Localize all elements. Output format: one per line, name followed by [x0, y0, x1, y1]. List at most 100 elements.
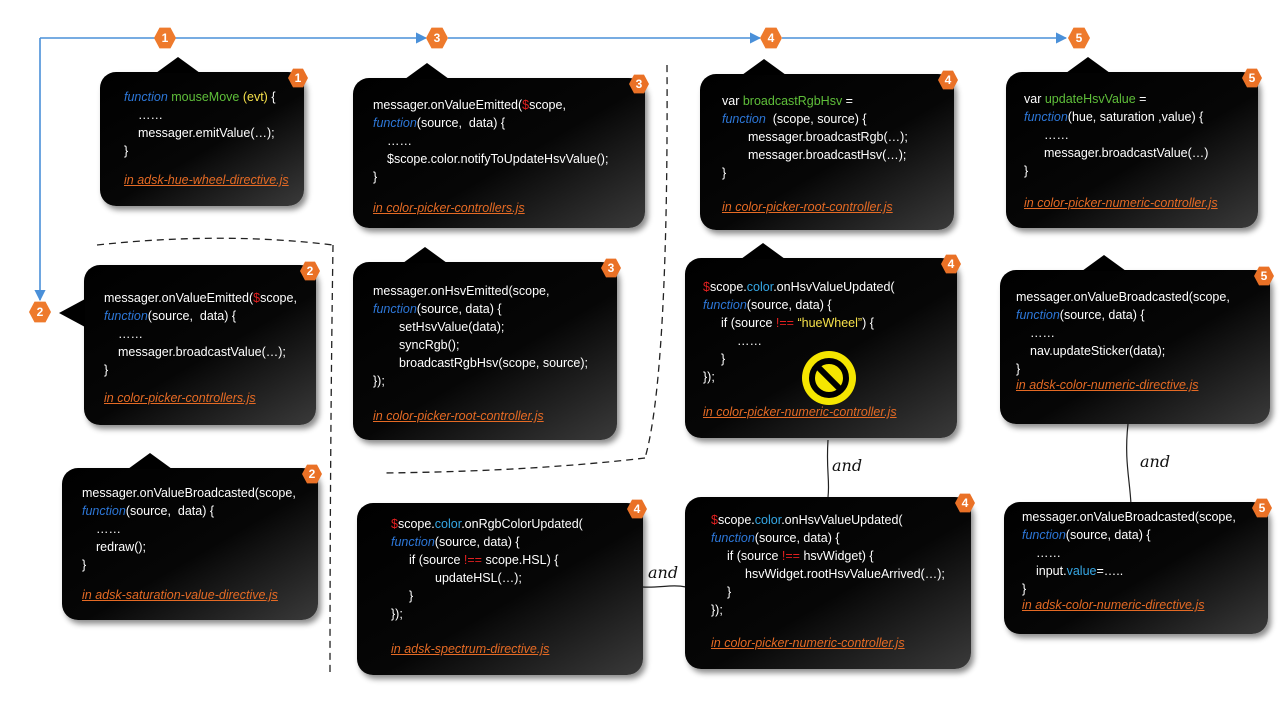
code-block: messager.onValueBroadcasted(scope, funct…	[82, 484, 296, 574]
code-card-mouse-move: 1 function mouseMove (evt) { …… messager…	[100, 57, 308, 206]
code-line-4: messager.broadcastValue(…);	[118, 345, 286, 359]
card-pointer	[405, 63, 449, 79]
code-line-2: function(source, data) {	[391, 535, 520, 549]
card-pointer	[1082, 255, 1126, 271]
and-link-numeric-upper-lower	[826, 439, 830, 498]
code-block: $scope.color.onRgbColorUpdated( function…	[391, 515, 583, 623]
code-line-2: function(hue, saturation ,value) {	[1024, 110, 1204, 124]
code-block: messager.onValueBroadcasted(scope, funct…	[1016, 288, 1230, 378]
card-step-badge: 2	[302, 464, 322, 484]
code-line-1: messager.onValueEmitted($scope,	[104, 291, 297, 305]
source-file-link[interactable]: in color-picker-root-controller.js	[373, 409, 544, 423]
code-line-1: messager.onValueBroadcasted(scope,	[1022, 510, 1236, 524]
step-badge-3: 3	[426, 27, 448, 49]
code-card-saturation-broadcast: 2 messager.onValueBroadcasted(scope, fun…	[62, 453, 322, 620]
code-line-3: ……	[387, 134, 412, 148]
code-card-hsv-emitted: 3 messager.onHsvEmitted(scope, function(…	[353, 247, 621, 440]
code-block: function mouseMove (evt) { …… messager.e…	[124, 88, 276, 160]
step-badge-1: 1	[154, 27, 176, 49]
code-line-3: if (source !== “hueWheel”) {	[721, 316, 874, 330]
source-file-link[interactable]: in adsk-saturation-value-directive.js	[82, 588, 278, 602]
code-card-update-hsv-value: 5 var updateHsvValue = function(hue, sat…	[1006, 57, 1262, 228]
code-block: messager.onValueBroadcasted(scope, funct…	[1022, 508, 1236, 598]
source-file-link[interactable]: in adsk-color-numeric-directive.js	[1022, 598, 1205, 612]
source-file-link[interactable]: in color-picker-controllers.js	[373, 201, 525, 215]
source-file-link[interactable]: in adsk-hue-wheel-directive.js	[124, 173, 289, 187]
source-file-link[interactable]: in color-picker-controllers.js	[104, 391, 256, 405]
code-line-3: ……	[1044, 128, 1069, 142]
code-line-4: messager.broadcastHsv(…);	[748, 148, 907, 162]
and-link-spectrum-numeric	[642, 585, 687, 588]
code-line-5: }	[1016, 362, 1021, 376]
card-step-badge: 2	[300, 261, 320, 281]
code-line-4: updateHSL(…);	[435, 571, 522, 585]
code-line-3: ……	[118, 327, 143, 341]
code-card-broadcast-rgb-hsv: 4 var broadcastRgbHsv = function (scope,…	[700, 59, 958, 230]
card-step-badge: 5	[1242, 68, 1262, 88]
code-line-4: input.value=…..	[1036, 564, 1124, 578]
code-line-5: }	[1022, 582, 1027, 596]
card-step-badge: 4	[627, 499, 647, 519]
code-line-3: ……	[1036, 546, 1061, 560]
code-block: messager.onValueEmitted($scope, function…	[373, 96, 608, 186]
code-card-value-emitted-controllers: 2 messager.onValueEmitted($scope, functi…	[59, 261, 320, 425]
source-file-link[interactable]: in adsk-color-numeric-directive.js	[1016, 378, 1199, 392]
step-badge-4: 4	[760, 27, 782, 49]
code-line-5: broadcastRgbHsv(scope, source);	[399, 356, 588, 370]
and-label-numeric-directive: and	[1140, 452, 1171, 471]
code-block: messager.onValueEmitted($scope, function…	[104, 289, 297, 379]
code-block: $scope.color.onHsvValueUpdated( function…	[711, 511, 945, 619]
code-block: var broadcastRgbHsv = function (scope, s…	[722, 92, 908, 182]
source-file-link[interactable]: in color-picker-root-controller.js	[722, 200, 893, 214]
code-block: var updateHsvValue = function(hue, satur…	[1024, 90, 1208, 180]
card-pointer	[1066, 57, 1110, 73]
code-card-hsv-updated-hue-wheel: 4 $scope.color.onHsvValueUpdated( functi…	[685, 243, 961, 438]
code-line-5: }	[104, 363, 109, 377]
card-pointer	[742, 59, 786, 75]
code-line-4: }	[124, 144, 129, 158]
card-pointer	[156, 57, 200, 73]
code-line-2: ……	[138, 108, 163, 122]
code-line-1: var broadcastRgbHsv =	[722, 94, 853, 108]
card-pointer	[403, 247, 447, 263]
code-line-2: function(source, data) {	[711, 531, 840, 545]
source-file-link[interactable]: in color-picker-numeric-controller.js	[711, 636, 905, 650]
card-pointer	[59, 299, 85, 327]
code-line-2: function(source, data) {	[82, 504, 215, 518]
code-line-5: }	[82, 558, 87, 572]
card-pointer	[128, 453, 172, 469]
divider-vertical-left	[329, 244, 334, 676]
code-line-1: messager.onValueEmitted($scope,	[373, 98, 566, 112]
code-line-4: redraw();	[96, 540, 147, 554]
source-file-link[interactable]: in color-picker-numeric-controller.js	[703, 405, 897, 419]
source-file-link[interactable]: in adsk-spectrum-directive.js	[391, 642, 550, 656]
code-line-5: }	[727, 585, 732, 599]
code-line-4: messager.broadcastValue(…)	[1044, 146, 1209, 160]
code-card-value-emitted-step3: 3 messager.onValueEmitted($scope, functi…	[353, 63, 649, 228]
code-line-4: $scope.color.notifyToUpdateHsvValue();	[387, 152, 609, 166]
code-card-rgb-color-updated: 4 $scope.color.onRgbColorUpdated( functi…	[357, 499, 647, 675]
code-line-6: });	[703, 370, 715, 384]
source-file-link[interactable]: in color-picker-numeric-controller.js	[1024, 196, 1218, 210]
code-line-2: function(source, data) {	[1016, 308, 1145, 322]
card-step-badge: 4	[955, 493, 975, 513]
code-line-3: messager.emitValue(…);	[138, 126, 275, 140]
step-badge-2: 2	[29, 301, 51, 323]
card-pointer	[741, 243, 785, 259]
and-label-spectrum: and	[648, 563, 679, 582]
code-line-1: var updateHsvValue =	[1024, 92, 1147, 106]
code-block: messager.onHsvEmitted(scope, function(so…	[373, 282, 588, 390]
code-line-1: $scope.color.onRgbColorUpdated(	[391, 517, 583, 531]
code-line-1: $scope.color.onHsvValueUpdated(	[703, 280, 895, 294]
code-line-6: });	[711, 603, 723, 617]
code-line-2: function(source, data) {	[1022, 528, 1151, 542]
divider-horizontal-left	[96, 237, 334, 246]
card-step-badge: 5	[1252, 498, 1272, 518]
code-line-3: setHsvValue(data);	[399, 320, 505, 334]
code-line-4: hsvWidget.rootHsvValueArrived(…);	[745, 567, 945, 581]
code-line-4: ……	[737, 334, 762, 348]
code-line-3: if (source !== hsvWidget) {	[727, 549, 874, 563]
code-line-1: function mouseMove (evt) {	[124, 90, 276, 104]
code-line-5: }	[721, 352, 726, 366]
card-step-badge: 4	[941, 254, 961, 274]
